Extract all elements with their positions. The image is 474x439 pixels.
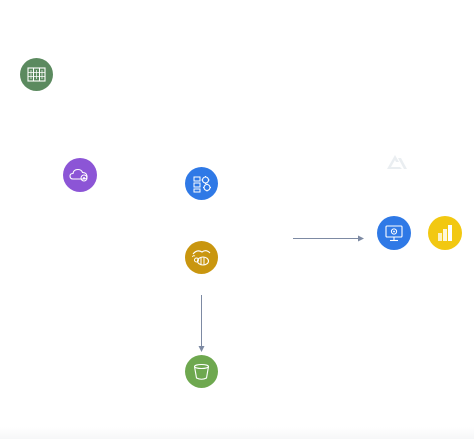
- bottom-fade: [0, 427, 474, 439]
- bucket-icon: [185, 355, 218, 388]
- airbyte-logo-icon: [387, 155, 407, 169]
- watermark-logo: [386, 153, 456, 171]
- monitor-gear-icon: [377, 216, 411, 250]
- orchestrator-node[interactable]: [185, 241, 218, 274]
- cloud-node[interactable]: [63, 158, 97, 192]
- processing-node[interactable]: [185, 167, 218, 200]
- cloud-gear-icon: [63, 158, 97, 192]
- bi-report-node[interactable]: [428, 216, 462, 250]
- dashboard-node[interactable]: [377, 216, 411, 250]
- database-icon: [20, 58, 53, 91]
- database-node[interactable]: [20, 58, 53, 91]
- bar-chart-icon: [428, 216, 462, 250]
- storage-bucket-node[interactable]: [185, 355, 218, 388]
- bee-icon: [185, 241, 218, 274]
- gear-cluster-icon: [185, 167, 218, 200]
